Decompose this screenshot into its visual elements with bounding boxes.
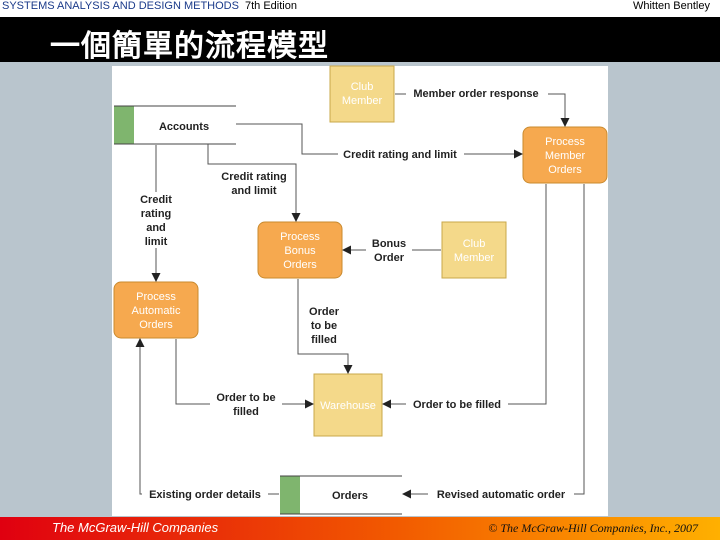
book-title: SYSTEMS ANALYSIS AND DESIGN METHODS 7th E… xyxy=(2,0,297,12)
publisher-logo: The McGraw-Hill Companies xyxy=(52,520,219,535)
flow-order-to-be-filled-1-label-line1: Order xyxy=(309,306,340,318)
store-accounts-marker xyxy=(114,106,134,144)
store-accounts: Accounts xyxy=(114,105,236,145)
flow-credit-rating-2-line xyxy=(207,144,301,222)
flow-credit-rating-3-label-line4: limit xyxy=(145,236,168,248)
external-club-member-top-line1: Club xyxy=(351,81,374,93)
store-orders: Orders xyxy=(280,475,402,515)
authors-label: Whitten Bentley xyxy=(632,0,710,12)
title-bar: 一個簡單的流程模型 xyxy=(0,17,720,64)
process-automatic-orders: Process Automatic Orders xyxy=(113,281,199,339)
flow-order-to-be-filled-1-label-line3: filled xyxy=(311,334,337,346)
flow-member-order-response-label: Member order response xyxy=(413,88,538,100)
flow-bonus-order-label-line2: Order xyxy=(374,252,405,264)
flow-credit-rating-3-label-line1: Credit xyxy=(140,194,172,206)
process-member-orders-line1: Process xyxy=(545,136,585,148)
process-member-orders: Process Member Orders xyxy=(522,126,608,184)
header-bar: SYSTEMS ANALYSIS AND DESIGN METHODS 7th E… xyxy=(0,0,720,17)
footer-bar: The McGraw-Hill Companies © The McGraw-H… xyxy=(0,517,720,540)
process-bonus-orders: Process Bonus Orders xyxy=(257,221,343,279)
process-bonus-orders-line2: Bonus xyxy=(284,245,316,257)
process-member-orders-line3: Orders xyxy=(548,164,582,176)
store-orders-label: Orders xyxy=(332,490,368,502)
flow-labels: Member order response Credit rating and … xyxy=(136,86,574,501)
flow-order-to-be-filled-2-label-line1: Order to be xyxy=(216,392,275,404)
external-club-member-right-line1: Club xyxy=(463,238,486,250)
store-accounts-label: Accounts xyxy=(159,121,209,133)
book-title-text: SYSTEMS ANALYSIS AND DESIGN METHODS xyxy=(2,0,239,12)
flow-order-to-be-filled-3-label: Order to be filled xyxy=(413,399,501,411)
flow-order-to-be-filled-3-line xyxy=(382,184,547,409)
flow-credit-rating-2-label-line1: Credit rating xyxy=(221,171,286,183)
external-club-member-right: Club Member xyxy=(441,221,507,279)
copyright-label: © The McGraw-Hill Companies, Inc., 2007 xyxy=(488,521,698,535)
process-automatic-orders-line3: Orders xyxy=(139,319,173,331)
external-club-member-top: Club Member xyxy=(329,65,395,123)
flow-credit-rating-3-label-line2: rating xyxy=(141,208,172,220)
process-member-orders-line2: Member xyxy=(545,150,586,162)
slide-title: 一個簡單的流程模型 xyxy=(50,29,329,64)
process-automatic-orders-line1: Process xyxy=(136,291,176,303)
external-club-member-top-line2: Member xyxy=(342,95,383,107)
edition-label: 7th Edition xyxy=(244,0,297,12)
external-warehouse: Warehouse xyxy=(313,373,383,437)
flow-order-to-be-filled-2-label-line2: filled xyxy=(233,406,259,418)
flow-credit-rating-1-label: Credit rating and limit xyxy=(343,149,457,161)
flow-existing-order-details-label: Existing order details xyxy=(149,489,261,501)
process-bonus-orders-line3: Orders xyxy=(283,259,317,271)
flow-order-to-be-filled-1-line xyxy=(297,279,353,374)
flow-revised-automatic-order-label: Revised automatic order xyxy=(437,489,566,501)
process-automatic-orders-line2: Automatic xyxy=(132,305,181,317)
external-club-member-right-line2: Member xyxy=(454,252,495,264)
flow-order-to-be-filled-1-label-line2: to be xyxy=(311,320,337,332)
flow-credit-rating-3-label-line3: and xyxy=(146,222,166,234)
process-bonus-orders-line1: Process xyxy=(280,231,320,243)
flow-credit-rating-2-label-line2: and limit xyxy=(231,185,277,197)
flow-bonus-order-label-line1: Bonus xyxy=(372,238,406,250)
store-orders-marker xyxy=(280,476,300,514)
external-warehouse-label: Warehouse xyxy=(320,400,376,412)
